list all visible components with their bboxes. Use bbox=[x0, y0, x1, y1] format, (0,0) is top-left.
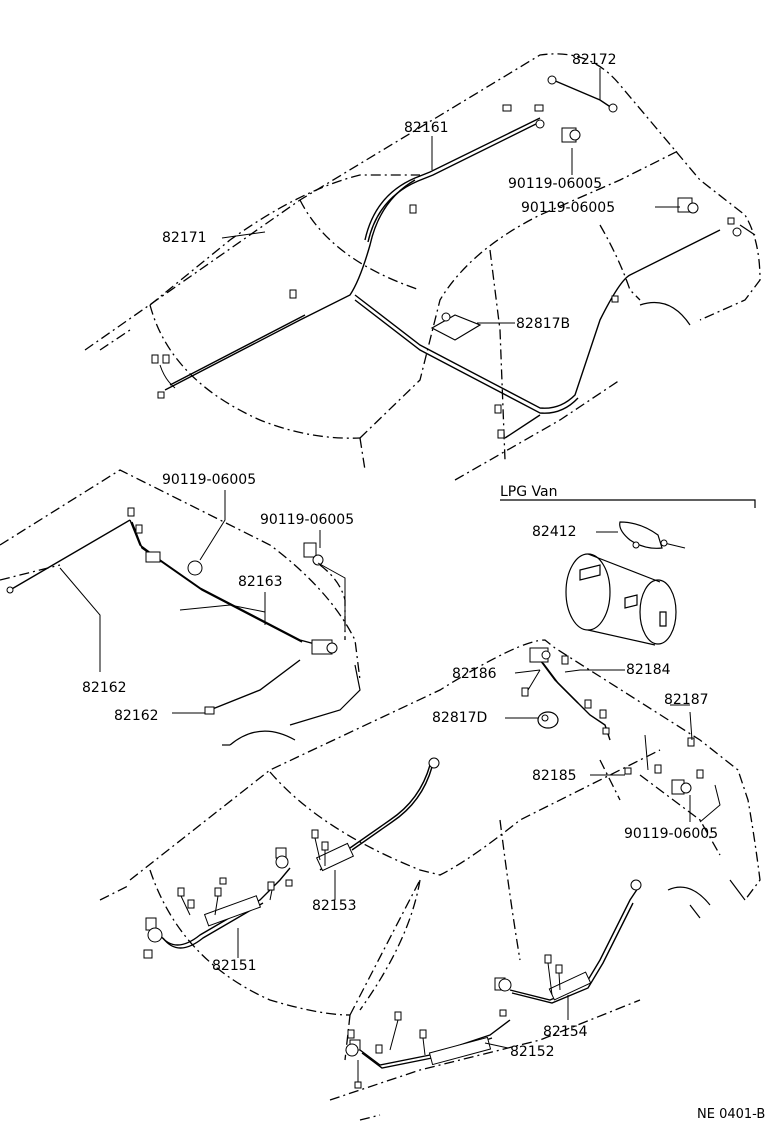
bottom-harness-82152 bbox=[345, 1011, 511, 1089]
label-82187: 82187 bbox=[664, 692, 709, 708]
label-90119-c: 90119-06005 bbox=[162, 472, 256, 488]
label-82186: 82186 bbox=[452, 666, 497, 682]
label-90119-b: 90119-06005 bbox=[521, 200, 615, 216]
label-82163: 82163 bbox=[238, 574, 283, 590]
bottom-vehicle-outline bbox=[99, 639, 761, 1121]
label-82162-b: 82162 bbox=[114, 708, 159, 724]
bottom-harness-rear-upper bbox=[521, 647, 695, 775]
label-82172: 82172 bbox=[572, 52, 617, 68]
pad-82817D bbox=[537, 711, 559, 729]
label-82817B: 82817B bbox=[516, 316, 570, 332]
label-82151: 82151 bbox=[212, 958, 257, 974]
bottom-harness-82151 bbox=[143, 867, 291, 959]
label-82184: 82184 bbox=[626, 662, 671, 678]
top-vehicle-outline bbox=[84, 53, 761, 481]
top-harness-rear bbox=[354, 217, 742, 439]
label-lpg-van: LPG Van bbox=[500, 484, 557, 500]
lpg-van-group bbox=[500, 499, 756, 646]
bolt-icon bbox=[671, 779, 692, 795]
bolt-icon bbox=[303, 542, 324, 566]
label-82185: 82185 bbox=[532, 768, 577, 784]
label-82161: 82161 bbox=[404, 120, 449, 136]
bolt-icon bbox=[561, 127, 581, 143]
label-90119-d: 90119-06005 bbox=[260, 512, 354, 528]
label-82162-a: 82162 bbox=[82, 680, 127, 696]
label-82171: 82171 bbox=[162, 230, 207, 246]
label-82152: 82152 bbox=[510, 1044, 555, 1060]
top-harness-82172 bbox=[547, 75, 618, 113]
label-90119-a: 90119-06005 bbox=[508, 176, 602, 192]
label-82154: 82154 bbox=[543, 1024, 588, 1040]
label-82817D: 82817D bbox=[432, 710, 487, 726]
figure-code: NE 0401-B bbox=[697, 1107, 765, 1122]
top-harness-82161 bbox=[364, 104, 545, 243]
label-90119-e: 90119-06005 bbox=[624, 826, 718, 842]
bottom-harness-82154 bbox=[494, 879, 642, 1017]
rear-door-harness bbox=[6, 507, 338, 715]
bottom-harness-82153 bbox=[275, 757, 440, 887]
pad-82817B bbox=[430, 314, 482, 341]
top-harness-82171 bbox=[151, 179, 417, 399]
label-82153: 82153 bbox=[312, 898, 357, 914]
bolt-icon bbox=[677, 197, 699, 214]
label-82412: 82412 bbox=[532, 524, 577, 540]
